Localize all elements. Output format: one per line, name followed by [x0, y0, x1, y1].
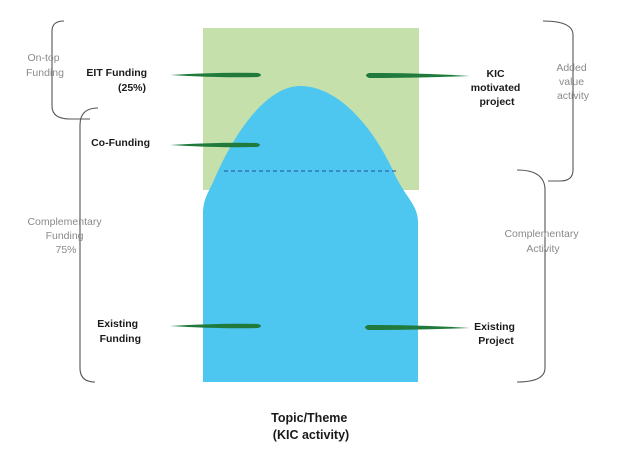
complementary-activity-label: Complementary Activity — [504, 228, 581, 255]
kic-project-pointer — [366, 73, 470, 78]
on-top-funding-label: On-top Funding — [26, 52, 64, 79]
kic-motivated-project-label: KIC motivated project — [471, 68, 524, 108]
added-value-bracket — [542, 20, 574, 182]
existing-funding-label: Existing Funding — [97, 318, 141, 345]
on-top-funding-bracket — [51, 20, 90, 120]
eit-funding-label: EIT Funding (25%) — [86, 67, 150, 94]
complementary-funding-bracket — [79, 107, 99, 383]
existing-project-label: Existing Project — [474, 321, 518, 347]
eit-funding-pointer — [170, 72, 261, 78]
topic-theme-title: Topic/Theme (KIC activity) — [271, 411, 351, 442]
co-funding-label: Co-Funding — [91, 137, 150, 149]
added-value-activity-label: Added value activity — [556, 62, 589, 102]
complementary-activity-bracket — [516, 169, 546, 383]
complementary-area — [203, 86, 418, 382]
existing-project-pointer — [365, 325, 470, 330]
existing-funding-pointer — [170, 323, 261, 329]
co-funding-pointer — [170, 142, 260, 148]
complementary-funding-label: Complementary Funding 75% — [27, 216, 104, 256]
